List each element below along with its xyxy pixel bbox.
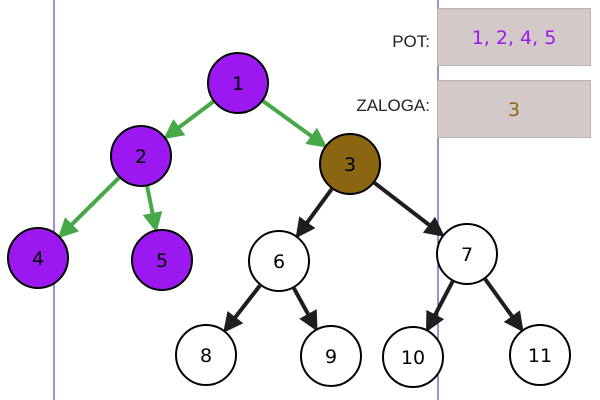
pot-value-box: 1, 2, 4, 5 xyxy=(437,8,591,66)
zaloga-value-box: 3 xyxy=(437,80,591,138)
edges-layer xyxy=(57,99,524,333)
node-circle-11 xyxy=(509,324,571,386)
node-label-5: 5 xyxy=(156,250,168,272)
pot-value: 1, 2, 4, 5 xyxy=(471,27,557,49)
edge-1-3 xyxy=(261,99,328,148)
edge-2-5 xyxy=(142,185,163,233)
node-9: 9 xyxy=(300,325,362,387)
node-6: 6 xyxy=(248,230,310,292)
nodes-layer: 1 2 3 4 5 6 7 8 9 10 11 xyxy=(7,52,571,388)
node-10: 10 xyxy=(382,326,444,388)
node-circle-9 xyxy=(300,325,362,387)
node-1: 1 xyxy=(207,52,269,114)
node-7: 7 xyxy=(436,223,498,285)
node-label-7: 7 xyxy=(461,244,473,266)
node-2: 2 xyxy=(110,125,172,187)
node-8: 8 xyxy=(175,324,237,386)
node-circle-3 xyxy=(319,133,381,195)
node-5: 5 xyxy=(131,229,193,291)
node-circle-8 xyxy=(175,324,237,386)
node-label-11: 11 xyxy=(528,345,552,367)
node-circle-5 xyxy=(131,229,193,291)
node-label-2: 2 xyxy=(135,146,147,168)
edge-2-4 xyxy=(57,176,121,239)
zaloga-label: ZALOGA: xyxy=(356,96,430,115)
node-11: 11 xyxy=(509,324,571,386)
edge-7-11 xyxy=(483,277,524,333)
node-label-6: 6 xyxy=(273,251,285,273)
edge-3-7 xyxy=(373,181,445,237)
node-circle-7 xyxy=(436,223,498,285)
node-label-10: 10 xyxy=(401,347,425,369)
zaloga-value: 3 xyxy=(507,99,521,121)
node-label-4: 4 xyxy=(32,248,44,270)
pot-label: POT: xyxy=(392,32,430,51)
edge-6-9 xyxy=(292,287,318,332)
edge-3-6 xyxy=(295,187,334,239)
node-3: 3 xyxy=(319,133,381,195)
node-4: 4 xyxy=(7,227,69,289)
edge-6-8 xyxy=(223,284,262,333)
edge-1-2 xyxy=(163,100,215,140)
node-label-8: 8 xyxy=(200,345,212,367)
node-label-9: 9 xyxy=(325,346,337,368)
node-circle-10 xyxy=(382,326,444,388)
node-circle-4 xyxy=(7,227,69,289)
node-circle-2 xyxy=(110,125,172,187)
node-label-1: 1 xyxy=(232,73,244,95)
node-label-3: 3 xyxy=(344,154,356,176)
node-circle-1 xyxy=(207,52,269,114)
node-circle-6 xyxy=(248,230,310,292)
edge-7-10 xyxy=(426,280,455,333)
